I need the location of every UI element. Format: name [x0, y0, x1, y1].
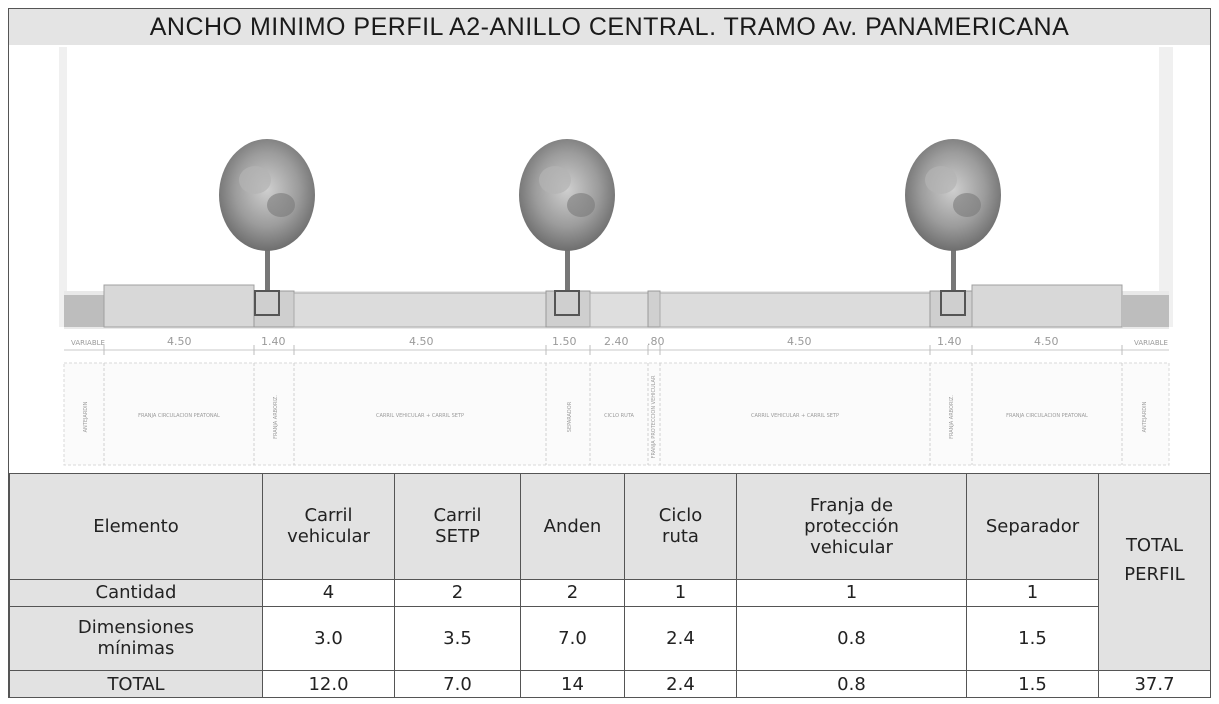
table-cell: 14: [520, 670, 625, 698]
table-cell: 2.4: [624, 605, 737, 672]
table-cell: 1: [736, 578, 967, 607]
header-elemento: Elemento: [9, 473, 263, 580]
zones-band: ANTEJARDIN FRANJA CIRCULACION PEATONAL F…: [63, 362, 1170, 466]
dim-label: 1.50: [552, 335, 577, 348]
table-row-cantidad: Cantidad 4 2 2 1 1 1: [9, 578, 1211, 607]
sheet-title: ANCHO MINIMO PERFIL A2-ANILLO CENTRAL. T…: [9, 9, 1210, 46]
dim-label: 4.50: [167, 335, 192, 348]
table-cell: 7.0: [520, 605, 625, 672]
table-cell: 2: [394, 578, 521, 607]
zone-label: CICLO RUTA: [604, 413, 634, 419]
road-section: [64, 284, 1169, 329]
tree-left: [219, 139, 315, 316]
table-row-total: TOTAL 12.0 7.0 14 2.4 0.8 1.5 37.7: [9, 670, 1211, 698]
table-cell: 1.5: [966, 605, 1099, 672]
cross-section-svg: VARIABLE 4.50 1.40 4.50 1.50 2.40 .80 4.…: [59, 47, 1173, 466]
tree-center: [519, 139, 615, 316]
table-cell: 0.8: [736, 670, 967, 698]
dim-label: 4.50: [787, 335, 812, 348]
table-cell: 12.0: [262, 670, 395, 698]
table-cell: 0.8: [736, 605, 967, 672]
zone-label: SEPARADOR: [567, 401, 573, 432]
dim-label: 4.50: [1034, 335, 1059, 348]
table-cell: 7.0: [394, 670, 521, 698]
dim-label: 4.50: [409, 335, 434, 348]
zone-label: FRANJA ARBORIZ.: [949, 395, 955, 439]
table-cell: 3.5: [394, 605, 521, 672]
zone-label: FRANJA PROTECCION VEHICULAR: [651, 375, 657, 458]
zone-label: CARRIL VEHICULAR + CARRIL SETP: [376, 413, 464, 419]
zone-label: FRANJA CIRCULACION PEATONAL: [138, 413, 220, 419]
zone-label: CARRIL VEHICULAR + CARRIL SETP: [751, 413, 839, 419]
zone-label: ANTEJARDIN: [1142, 401, 1148, 432]
dim-label: VARIABLE: [1134, 339, 1168, 347]
table-cell: 3.0: [262, 605, 395, 672]
zone-label: ANTEJARDIN: [83, 401, 89, 432]
dim-label: VARIABLE: [71, 339, 105, 347]
table-cell: 4: [262, 578, 395, 607]
grand-total: 37.7: [1098, 670, 1211, 698]
table-cell: 1: [624, 578, 737, 607]
header-anden: Anden: [520, 473, 625, 580]
tree-right: [905, 139, 1001, 316]
dim-label: 2.40: [604, 335, 629, 348]
dimension-line: VARIABLE 4.50 1.40 4.50 1.50 2.40 .80 4.…: [64, 335, 1169, 355]
table-cell: 1.5: [966, 670, 1099, 698]
table-cell: 2.4: [624, 670, 737, 698]
table-cell: 1: [966, 578, 1099, 607]
row-label: Cantidad: [9, 578, 263, 607]
table-cell: 2: [520, 578, 625, 607]
zone-label: FRANJA ARBORIZ.: [273, 395, 279, 439]
profile-sheet: ANCHO MINIMO PERFIL A2-ANILLO CENTRAL. T…: [8, 8, 1211, 698]
right-building-edge: [1159, 47, 1173, 327]
row-label: TOTAL: [9, 670, 263, 698]
zone-label: FRANJA CIRCULACION PEATONAL: [1006, 413, 1088, 419]
left-building-edge: [59, 47, 67, 327]
header-separador: Separador: [966, 473, 1099, 580]
dim-label: 1.40: [937, 335, 962, 348]
cross-section-drawing: VARIABLE 4.50 1.40 4.50 1.50 2.40 .80 4.…: [9, 45, 1210, 474]
dim-label: 1.40: [261, 335, 286, 348]
dim-label: .80: [647, 335, 665, 348]
